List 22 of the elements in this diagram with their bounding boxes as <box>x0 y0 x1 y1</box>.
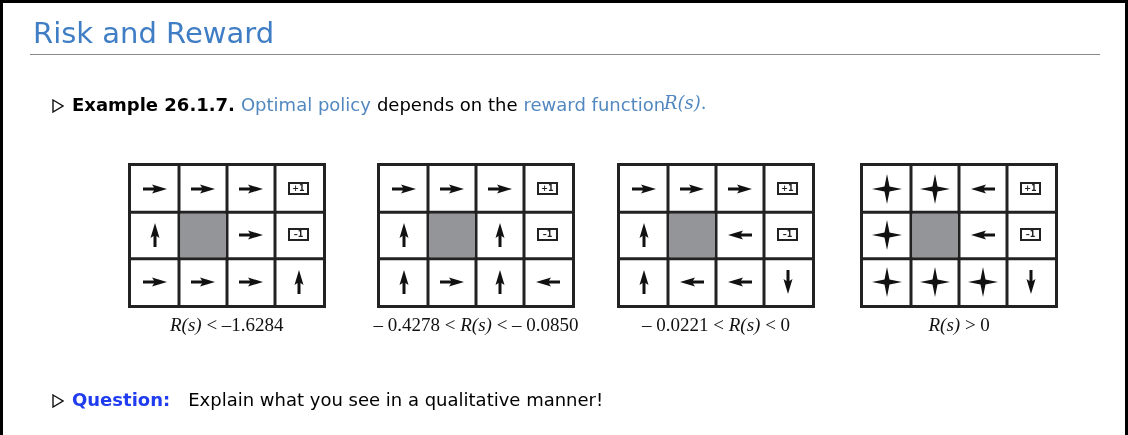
body-text: depends on the <box>376 94 518 115</box>
node-label: – 0.0221 < R(s) < 0 <box>642 314 791 336</box>
body-text: Explain what you see in a qualitative manner! <box>188 389 604 410</box>
question-heading: Question: <box>72 389 171 410</box>
slide-title: Risk and Reward <box>33 16 275 50</box>
reward-box: –1 <box>777 228 798 242</box>
example-heading: Example 26.1.7. <box>72 94 235 115</box>
grid-world <box>617 163 815 308</box>
node-label: – 0.4278 < R(s) < – 0.0850 <box>373 314 579 336</box>
grid-world <box>128 163 326 308</box>
reward-box: +1 <box>1020 182 1041 196</box>
node-label: R(s) > 0 <box>928 314 990 336</box>
reward-box: +1 <box>288 182 309 196</box>
grid-world <box>860 163 1058 308</box>
node-label: R(s) < –1.6284 <box>170 314 284 336</box>
reward-box: +1 <box>537 182 558 196</box>
reward-box: –1 <box>1020 228 1041 242</box>
link-text: Optimal policy <box>240 94 371 115</box>
reward-box: –1 <box>537 228 558 242</box>
reward-box: +1 <box>777 182 798 196</box>
reward-box: –1 <box>288 228 309 242</box>
grid-world <box>377 163 575 308</box>
